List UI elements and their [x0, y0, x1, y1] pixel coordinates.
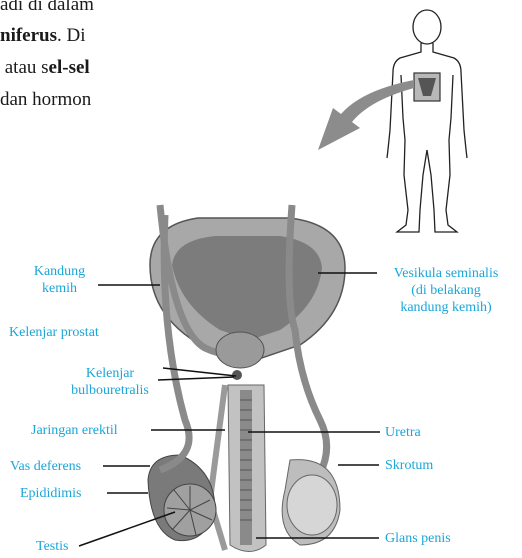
label-skrotum: Skrotum — [385, 457, 433, 474]
label-uretra: Uretra — [385, 424, 421, 441]
label-glans-penis: Glans penis — [385, 530, 451, 547]
anatomy-figure — [148, 205, 345, 552]
label-epididimis: Epididimis — [20, 485, 81, 502]
body-silhouette — [387, 10, 467, 232]
label-vas-deferens: Vas deferens — [10, 458, 81, 475]
label-kelenjar-prostat: Kelenjar prostat — [9, 324, 99, 341]
pointer-arrow — [318, 80, 414, 150]
label-testis: Testis — [36, 538, 68, 555]
label-jaringan-erektil: Jaringan erektil — [31, 422, 118, 439]
